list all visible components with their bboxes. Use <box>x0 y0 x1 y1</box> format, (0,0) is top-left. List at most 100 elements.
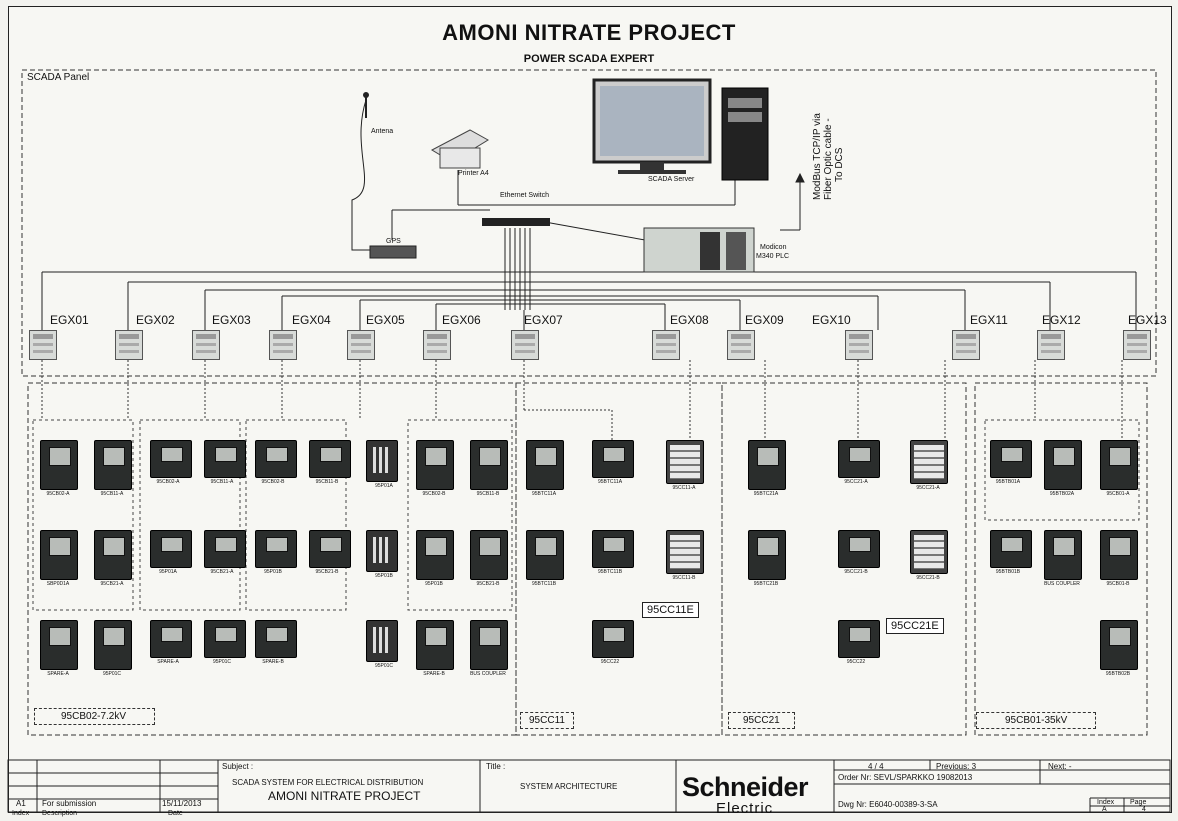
protection-relay-icon <box>366 620 398 662</box>
device-label: SPARE-B <box>423 671 445 677</box>
egx-gateway-1 <box>29 330 57 360</box>
rev-index: A1 <box>16 799 26 808</box>
device-label: 95P01C <box>212 659 232 665</box>
egx-label-12: EGX12 <box>1042 313 1081 327</box>
header-index: Index <box>12 810 30 817</box>
protection-relay-icon <box>366 530 398 572</box>
server-label: SCADA Server <box>648 176 695 183</box>
device-label: 95BTB01A <box>995 479 1021 485</box>
protection-relay-icon <box>40 530 78 580</box>
device-label: 95CB02-B <box>261 479 285 485</box>
protection-relay-icon <box>470 530 508 580</box>
protection-relay-icon <box>666 530 704 574</box>
protection-relay-icon <box>204 530 246 568</box>
panel-label: SCADA Panel <box>24 72 93 83</box>
protection-relay-icon <box>416 530 454 580</box>
header-date: Date <box>168 810 183 817</box>
protection-relay-icon <box>748 440 786 490</box>
protection-relay-icon <box>526 530 564 580</box>
egx-label-10: EGX10 <box>812 313 851 327</box>
protection-relay-icon <box>150 440 192 478</box>
antenna-label: Antena <box>371 128 394 135</box>
brand-logo-name: Schneider <box>682 772 809 802</box>
device-label: 95BTC11A <box>531 491 557 497</box>
title-label: Title : <box>486 762 506 771</box>
protection-relay-icon <box>592 440 634 478</box>
device-label: BUS COUPLER <box>470 671 506 677</box>
device-label: BUS COUPLER <box>1044 581 1080 587</box>
protection-relay-icon <box>94 530 132 580</box>
device-label: 95CB01-A <box>1106 491 1130 497</box>
protection-relay-icon <box>309 440 351 478</box>
protection-relay-icon <box>255 620 297 658</box>
device-label: 95CB21-A <box>210 569 234 575</box>
device-label: 95CC11-B <box>672 575 696 581</box>
egx-gateway-6 <box>423 330 451 360</box>
device-label: 95CC21-B <box>916 575 940 581</box>
protection-relay-icon <box>990 440 1032 478</box>
device-label: 95BTB02B <box>1105 671 1131 677</box>
brand-logo-sub: Electric <box>716 800 774 817</box>
protection-relay-icon <box>1100 530 1138 580</box>
device-label: 95BTC11B <box>531 581 557 587</box>
device-label: 95BTC21B <box>753 581 779 587</box>
device-label: 95CB02-B <box>422 491 446 497</box>
egx-gateway-9 <box>727 330 755 360</box>
egx-gateway-2 <box>115 330 143 360</box>
protection-relay-icon <box>592 530 634 568</box>
device-label: 95P01A <box>375 483 393 489</box>
zone-label-3: 95CC21 <box>728 712 795 729</box>
device-label: 95CC11-A <box>672 485 696 491</box>
device-label: 95P01B <box>264 569 282 575</box>
protection-relay-icon <box>1100 620 1138 670</box>
egx-label-4: EGX04 <box>292 313 331 327</box>
device-label: 95BTC11B <box>597 569 623 575</box>
plc-label-1: Modicon <box>760 244 787 251</box>
protection-relay-icon <box>838 440 880 478</box>
device-label: 95BTC21A <box>753 491 779 497</box>
protection-relay-icon <box>470 440 508 490</box>
egx-label-8: EGX08 <box>670 313 709 327</box>
egx-label-1: EGX01 <box>50 313 89 327</box>
order-number: Order Nr: SEVL/SPARKKO 19082013 <box>838 773 973 782</box>
protection-relay-icon <box>150 620 192 658</box>
device-label: 95CC21-A <box>844 479 868 485</box>
rev-description: For submission <box>42 799 97 808</box>
zone-label-2: 95CC11 <box>520 712 574 729</box>
protection-relay-icon <box>94 620 132 670</box>
printer-label: Printer A4 <box>458 170 489 177</box>
protection-relay-icon <box>838 530 880 568</box>
device-label: SPARE-A <box>157 659 179 665</box>
device-label: 95CB11-A <box>210 479 234 485</box>
drawing-subtitle: POWER SCADA EXPERT <box>523 53 655 65</box>
protection-relay-icon <box>204 620 246 658</box>
egx-gateway-13 <box>1123 330 1151 360</box>
device-label: 95CB21-B <box>315 569 339 575</box>
protection-relay-icon <box>1044 530 1082 580</box>
tag-95cc21e: 95CC21E <box>886 618 944 634</box>
page-value: 4 <box>1142 806 1146 813</box>
drawing-number: Dwg Nr: E6040-00389-3-SA <box>838 800 938 809</box>
protection-relay-icon <box>366 440 398 482</box>
device-label: 95BTB01B <box>995 569 1021 575</box>
device-label: SPARE-A <box>47 671 69 677</box>
index-value: A <box>1102 806 1107 813</box>
protection-relay-icon <box>150 530 192 568</box>
egx-gateway-11 <box>952 330 980 360</box>
device-label: 95CC22 <box>846 659 866 665</box>
device-label: 95CB21-B <box>476 581 500 587</box>
egx-label-3: EGX03 <box>212 313 251 327</box>
index-label: Index <box>1097 799 1115 806</box>
device-label: 95P01A <box>159 569 177 575</box>
drawing-title: AMONI NITRATE PROJECT <box>442 20 736 45</box>
device-label: SPARE-B <box>262 659 284 665</box>
egx-label-13: EGX13 <box>1128 313 1167 327</box>
protection-relay-icon <box>1100 440 1138 490</box>
device-label: 95CC22 <box>600 659 620 665</box>
device-label: 95CB11-B <box>315 479 339 485</box>
printer-icon <box>430 129 489 169</box>
next-sheet: Next: - <box>1048 762 1072 771</box>
protection-relay-icon <box>666 440 704 484</box>
